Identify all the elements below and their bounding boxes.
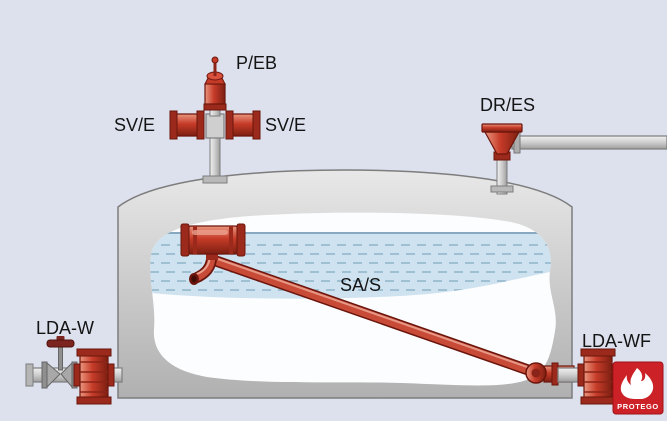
cross-fitting — [205, 113, 225, 139]
dres-arrester — [481, 123, 523, 195]
flame-icon — [620, 368, 654, 399]
label-sve-right: SV/E — [265, 115, 306, 135]
lda-wf-flame-arrester — [577, 348, 619, 405]
label-sas: SA/S — [340, 275, 381, 295]
lda-w-assembly — [25, 336, 123, 405]
handwheel — [46, 339, 75, 348]
sve-valve-left — [169, 110, 205, 140]
protego-logo-text: PROTEGO — [617, 402, 659, 411]
roof-flange — [202, 175, 228, 184]
suction-pipe — [210, 255, 537, 377]
label-peb: P/EB — [236, 53, 277, 73]
label-lda-w: LDA-W — [36, 318, 94, 338]
protego-logo: PROTEGO — [612, 361, 664, 415]
sve-valve-right — [225, 110, 261, 140]
label-lda-wf: LDA-WF — [582, 331, 651, 351]
lda-w-flame-arrester — [73, 348, 115, 405]
roof-vent-assembly — [169, 56, 261, 184]
peb-valve — [203, 56, 227, 117]
label-sve-left: SV/E — [114, 115, 155, 135]
float-body — [180, 223, 246, 260]
label-dres: DR/ES — [480, 95, 535, 115]
